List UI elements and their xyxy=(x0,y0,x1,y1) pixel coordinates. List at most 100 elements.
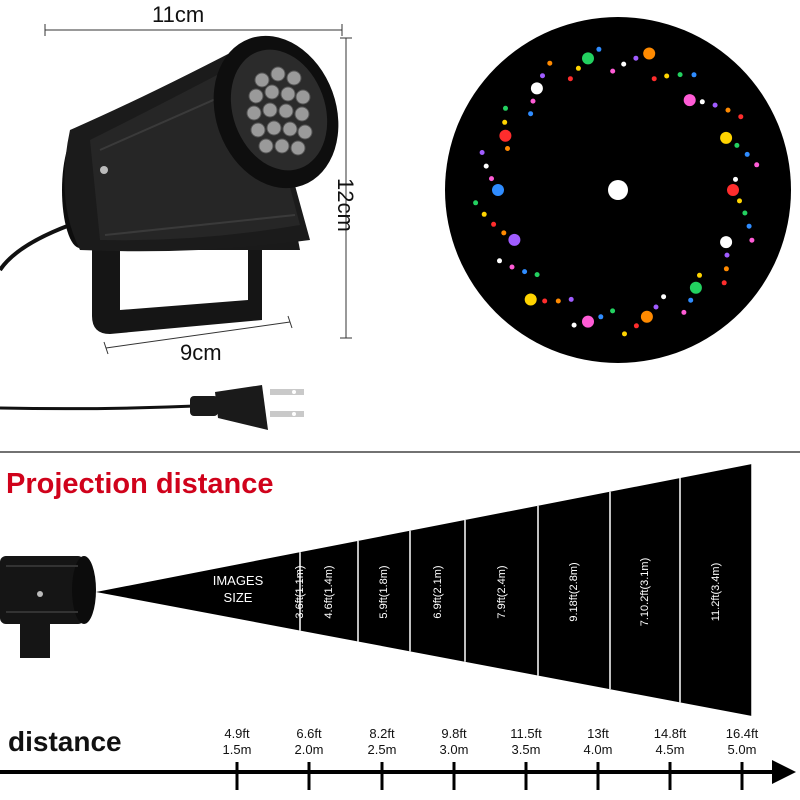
axis-ticks xyxy=(235,762,744,790)
decoration-dot xyxy=(473,200,479,206)
decoration-dot xyxy=(737,198,742,204)
decoration-dot xyxy=(681,309,687,315)
image-size-label: 9.18ft(2.8m) xyxy=(568,562,580,622)
decoration-dot xyxy=(721,280,727,286)
images-size-line-1: IMAGES xyxy=(212,573,264,588)
decoration-dot xyxy=(582,52,594,65)
decoration-dot xyxy=(664,73,670,79)
distance-title: distance xyxy=(8,726,122,757)
power-plug xyxy=(0,385,304,430)
distance-m: 3.5m xyxy=(511,742,541,757)
base-dimension-line xyxy=(103,315,293,355)
decoration-dot xyxy=(479,150,485,155)
decoration-dot xyxy=(725,107,731,113)
projection-pattern-disc xyxy=(445,17,791,363)
distance-ft: 11.5ft xyxy=(510,726,542,741)
distance-m: 4.0m xyxy=(583,742,613,757)
decoration-dot xyxy=(683,94,696,107)
images-size-label: IMAGES SIZE xyxy=(200,572,276,606)
decoration-dot xyxy=(651,76,657,82)
distance-ft: 8.2ft xyxy=(369,726,395,741)
decoration-dot xyxy=(542,298,548,304)
distance-m: 5.0m xyxy=(727,742,757,757)
decoration-dot xyxy=(481,211,487,217)
decoration-dot xyxy=(598,314,604,320)
distance-ft: 16.4ft xyxy=(725,726,759,741)
decoration-dot xyxy=(497,258,502,264)
image-size-label: 4.6ft(1.4m) xyxy=(323,565,335,619)
decoration-dot xyxy=(727,184,739,196)
decoration-dot xyxy=(610,68,616,74)
decoration-dot xyxy=(522,269,528,275)
decoration-dot xyxy=(622,331,627,337)
distance-m: 3.0m xyxy=(439,742,469,757)
decoration-dot xyxy=(712,102,718,108)
decoration-dot xyxy=(738,114,744,120)
cone-dividers xyxy=(299,464,753,716)
decoration-dot xyxy=(505,146,510,151)
decoration-dot xyxy=(723,266,729,272)
decoration-dot xyxy=(720,236,733,249)
distance-m: 2.0m xyxy=(294,742,324,757)
decoration-dot xyxy=(633,55,639,61)
decoration-dot xyxy=(568,296,574,302)
decoration-dot xyxy=(509,264,515,270)
decoration-dot xyxy=(643,47,656,60)
image-size-label: 6.9ft(2.1m) xyxy=(431,565,444,619)
decoration-dot xyxy=(749,237,755,243)
decoration-dot xyxy=(492,184,504,196)
width-label: 11cm xyxy=(152,2,205,27)
distance-ft: 6.6ft xyxy=(296,726,322,741)
distance-ft: 13ft xyxy=(587,726,609,741)
decoration-dot xyxy=(555,298,561,304)
image-size-label: 5.9ft(1.8m) xyxy=(378,565,390,619)
height-label: 12cm xyxy=(333,178,358,232)
decoration-dot xyxy=(653,304,659,310)
decoration-dot xyxy=(502,119,508,125)
decoration-dot xyxy=(691,72,697,78)
height-dimension-line xyxy=(340,37,352,339)
decoration-dot xyxy=(483,163,489,169)
distance-m: 2.5m xyxy=(367,742,397,757)
decoration-dot xyxy=(491,221,497,227)
decoration-dot xyxy=(633,323,639,329)
decoration-dot xyxy=(742,210,748,216)
decoration-dot xyxy=(621,61,627,67)
decoration-dot xyxy=(744,151,750,157)
decoration-dot xyxy=(689,281,702,294)
decoration-dot xyxy=(571,322,577,328)
projector-lamp xyxy=(0,35,339,334)
decoration-dot xyxy=(640,310,653,323)
decoration-dot xyxy=(530,82,543,95)
decoration-dot xyxy=(499,129,512,142)
decoration-dot xyxy=(503,105,508,111)
decoration-dot xyxy=(754,162,760,168)
decoration-dot xyxy=(530,98,536,104)
decoration-dot xyxy=(720,131,733,144)
small-projector xyxy=(0,556,96,658)
decoration-dot xyxy=(734,142,740,148)
decoration-dot xyxy=(699,99,705,105)
image-size-label: 7.10.2ft(3.1m) xyxy=(639,557,651,627)
decoration-dot xyxy=(524,293,537,306)
decoration-dot xyxy=(596,46,602,52)
decoration-dot xyxy=(688,297,694,303)
distance-axis xyxy=(0,760,796,784)
image-size-label: 7.9ft(2.4m) xyxy=(495,565,508,619)
decoration-dot xyxy=(724,252,730,258)
decoration-dot xyxy=(540,73,545,79)
decoration-dot xyxy=(489,176,494,182)
distance-m: 1.5m xyxy=(222,742,252,757)
distance-ft: 9.8ft xyxy=(441,726,467,741)
decoration-dot xyxy=(528,111,534,117)
decoration-dot xyxy=(746,223,752,229)
decoration-dot xyxy=(575,65,581,71)
